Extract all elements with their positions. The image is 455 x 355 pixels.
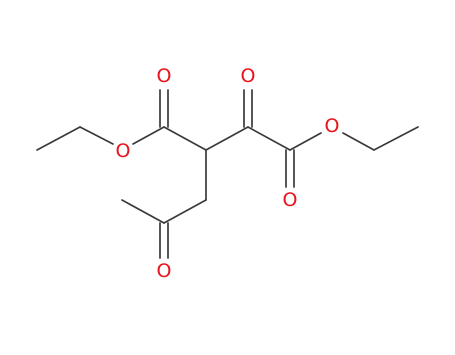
atom-o-ester-right-ether: O (325, 115, 340, 137)
atom-o-ester-left-ether: O (116, 140, 131, 162)
bond-ch2-o-left (79, 126, 114, 145)
atom-o-ketone-bottom: O (157, 260, 172, 282)
bond-c-keto-ch3-side (121, 199, 165, 224)
bond-ch2-ch3-right (373, 126, 419, 151)
bond-ch-c-keto (205, 126, 249, 151)
atom-o-ketone-top: O (241, 65, 256, 87)
atom-labels: O O O O O O (116, 65, 340, 282)
atom-o-ester-right-carbonyl: O (283, 189, 298, 211)
bond-o-c-left-ester (132, 126, 165, 145)
atom-o-ester-left-carbonyl: O (157, 65, 172, 87)
bond-c-o-right-ester (289, 132, 322, 151)
bond-ch2-c-keto-side (163, 199, 207, 224)
bonds (36, 89, 419, 259)
bond-c-keto-c-ester (247, 126, 291, 151)
bond-c-ester-ch (163, 126, 207, 151)
bond-o-ch2-right (342, 132, 375, 151)
bond-ch3-ch2-left (36, 126, 81, 151)
